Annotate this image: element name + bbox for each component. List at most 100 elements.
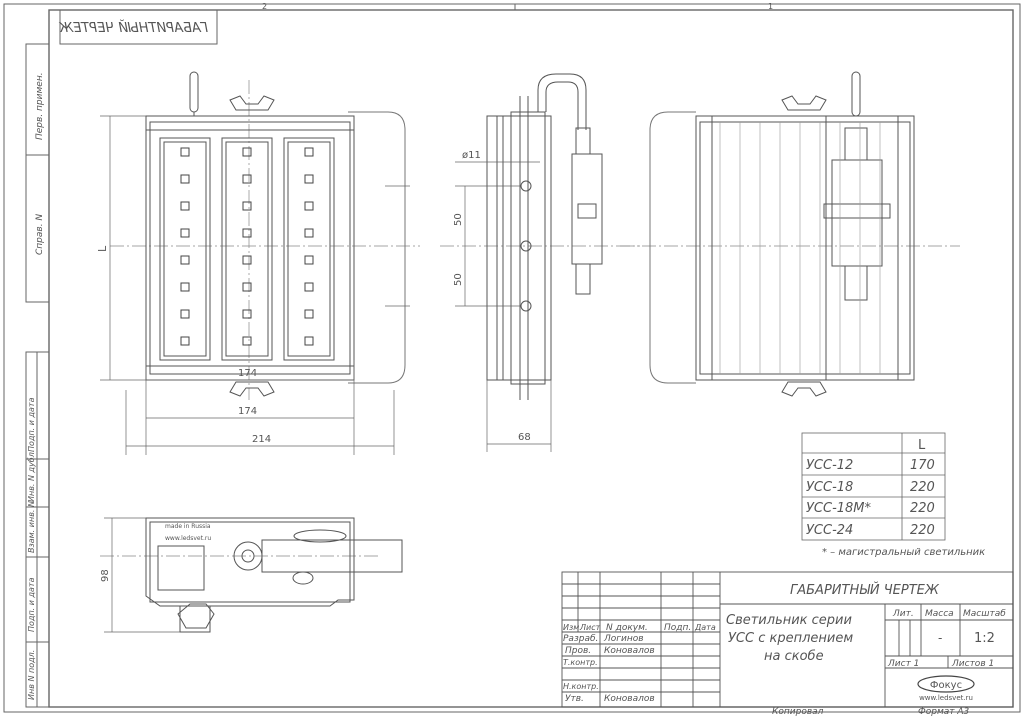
tb-sheet-label: Лист 1 [887,659,919,669]
led-chip [304,255,314,265]
side-column [25,43,50,708]
variant-l: 220 [910,480,935,495]
variant-model: УСС-18 [806,480,853,495]
variant-l: 170 [910,458,935,473]
mirrored-title: ГАБАРИТНЫЙ ЧЕРТЕЖ [58,20,208,36]
variant-l: 220 [910,501,935,516]
led-chip [180,255,190,265]
company-logo-text: Фокус [930,680,962,691]
led-chip [242,336,252,346]
doc-title-line-1: Светильник серии [726,613,852,628]
led-chip [304,201,314,211]
tb-col-list: Лист [579,623,601,632]
led-chip [304,147,314,157]
led-chip [180,309,190,319]
bottom-label-site: www.ledsvet.ru [165,535,211,542]
led-chip [242,201,252,211]
led-chip [304,309,314,319]
led-chip [180,336,190,346]
led-chip [304,174,314,184]
bottom-label-made-in: made in Russia [165,523,211,530]
variants-footnote: * – магистральный светильник [822,547,985,558]
led-chip [242,255,252,265]
led-chip [242,174,252,184]
tb-col-podp: Подп. [664,623,691,633]
tb-nkontr-label: Н.контр. [563,682,599,691]
company-site: www.ledsvet.ru [919,694,973,702]
side-view [440,73,640,400]
side-podp-data-1: Подп. и дата [27,397,36,452]
dim-side-hole-dia: ø11 [462,150,481,161]
variants-header-l: L [918,438,926,453]
company-logo: Фокус www.ledsvet.ru [917,675,975,702]
tb-col-izm: Изм. [563,623,582,632]
sheet-frame [3,3,1021,713]
back-view [620,71,960,397]
side-inv-n-podl: Инв N подл. [27,650,36,700]
dim-front-214: 214 [252,434,271,445]
side-inv-n-dubl: Инв. N дубл. [27,450,36,502]
tb-col-data: Дата [694,623,716,632]
led-chip [180,228,190,238]
title-block-grid [561,571,1014,708]
format-label: Формат А3 [918,707,970,716]
tb-mass-value: - [938,631,942,645]
doc-title-line-3: на скобе [764,649,824,664]
bottom-view [100,517,403,633]
side-perv-primen: Перв. примен. [35,72,45,140]
tb-scale-label: Масштаб [963,609,1006,619]
variant-model: УСС-12 [806,458,853,473]
dim-bottom-height: 98 [100,569,111,582]
led-chip [242,282,252,292]
bottom-dimensions [104,517,180,633]
back-view-fins [719,122,881,374]
variants-rows: УСС-12 170 УСС-18 220 УСС-18М* 220 УСС-2… [806,458,935,538]
tb-mass-label: Масса [925,609,954,619]
led-chip [180,147,190,157]
doc-title-line-2: УСС с креплением [728,631,853,646]
side-dimensions [385,161,552,452]
led-chip [304,282,314,292]
mirrored-title-box: ГАБАРИТНЫЙ ЧЕРТЕЖ [58,9,218,45]
tb-utv-name: Коновалов [604,694,655,704]
tb-prov-label: Пров. [565,646,591,656]
tb-razrab-label: Разраб. [563,634,598,644]
dim-side-pitch-2: 50 [453,273,464,286]
dim-front-174-inner: 174 [238,368,257,379]
tb-col-n-dokum: N докум. [606,623,648,633]
tb-razrab-name: Логинов [603,634,644,644]
dim-side-depth: 68 [518,432,531,443]
side-podp-data-2: Подп. и дата [27,577,36,632]
led-chip [304,228,314,238]
variant-model: УСС-18М* [806,501,872,516]
led-chip [242,147,252,157]
tb-prov-name: Коновалов [604,646,655,656]
led-chip [304,336,314,346]
dim-front-height: L [96,245,109,252]
zone-number-2: 2 [262,2,267,11]
led-chip [242,309,252,319]
front-dimensions [100,115,395,455]
copied-label: Копировал [772,707,824,716]
led-chip [180,201,190,211]
title-block-title: ГАБАРИТНЫЙ ЧЕРТЕЖ [790,582,940,598]
tb-utv-label: Утв. [565,694,584,704]
variant-model: УСС-24 [806,523,853,538]
dim-side-pitch-1: 50 [453,213,464,226]
led-chip [180,282,190,292]
front-view [110,71,420,400]
tb-scale-value: 1:2 [974,631,995,646]
led-chip [242,228,252,238]
tb-lit-label: Лит. [892,609,914,619]
dim-front-174: 174 [238,406,257,417]
zone-number-1: 1 [768,2,773,11]
side-vzam-inv: Взам. инв. N [27,501,36,553]
tb-sheets-label: Листов 1 [951,659,994,669]
side-sprav-n: Справ. N [35,214,45,255]
led-chip [180,174,190,184]
variants-table-grid [801,432,946,541]
tb-tkontr-label: Т.контр. [563,658,598,667]
variant-l: 220 [910,523,935,538]
front-led-grid [180,147,314,346]
